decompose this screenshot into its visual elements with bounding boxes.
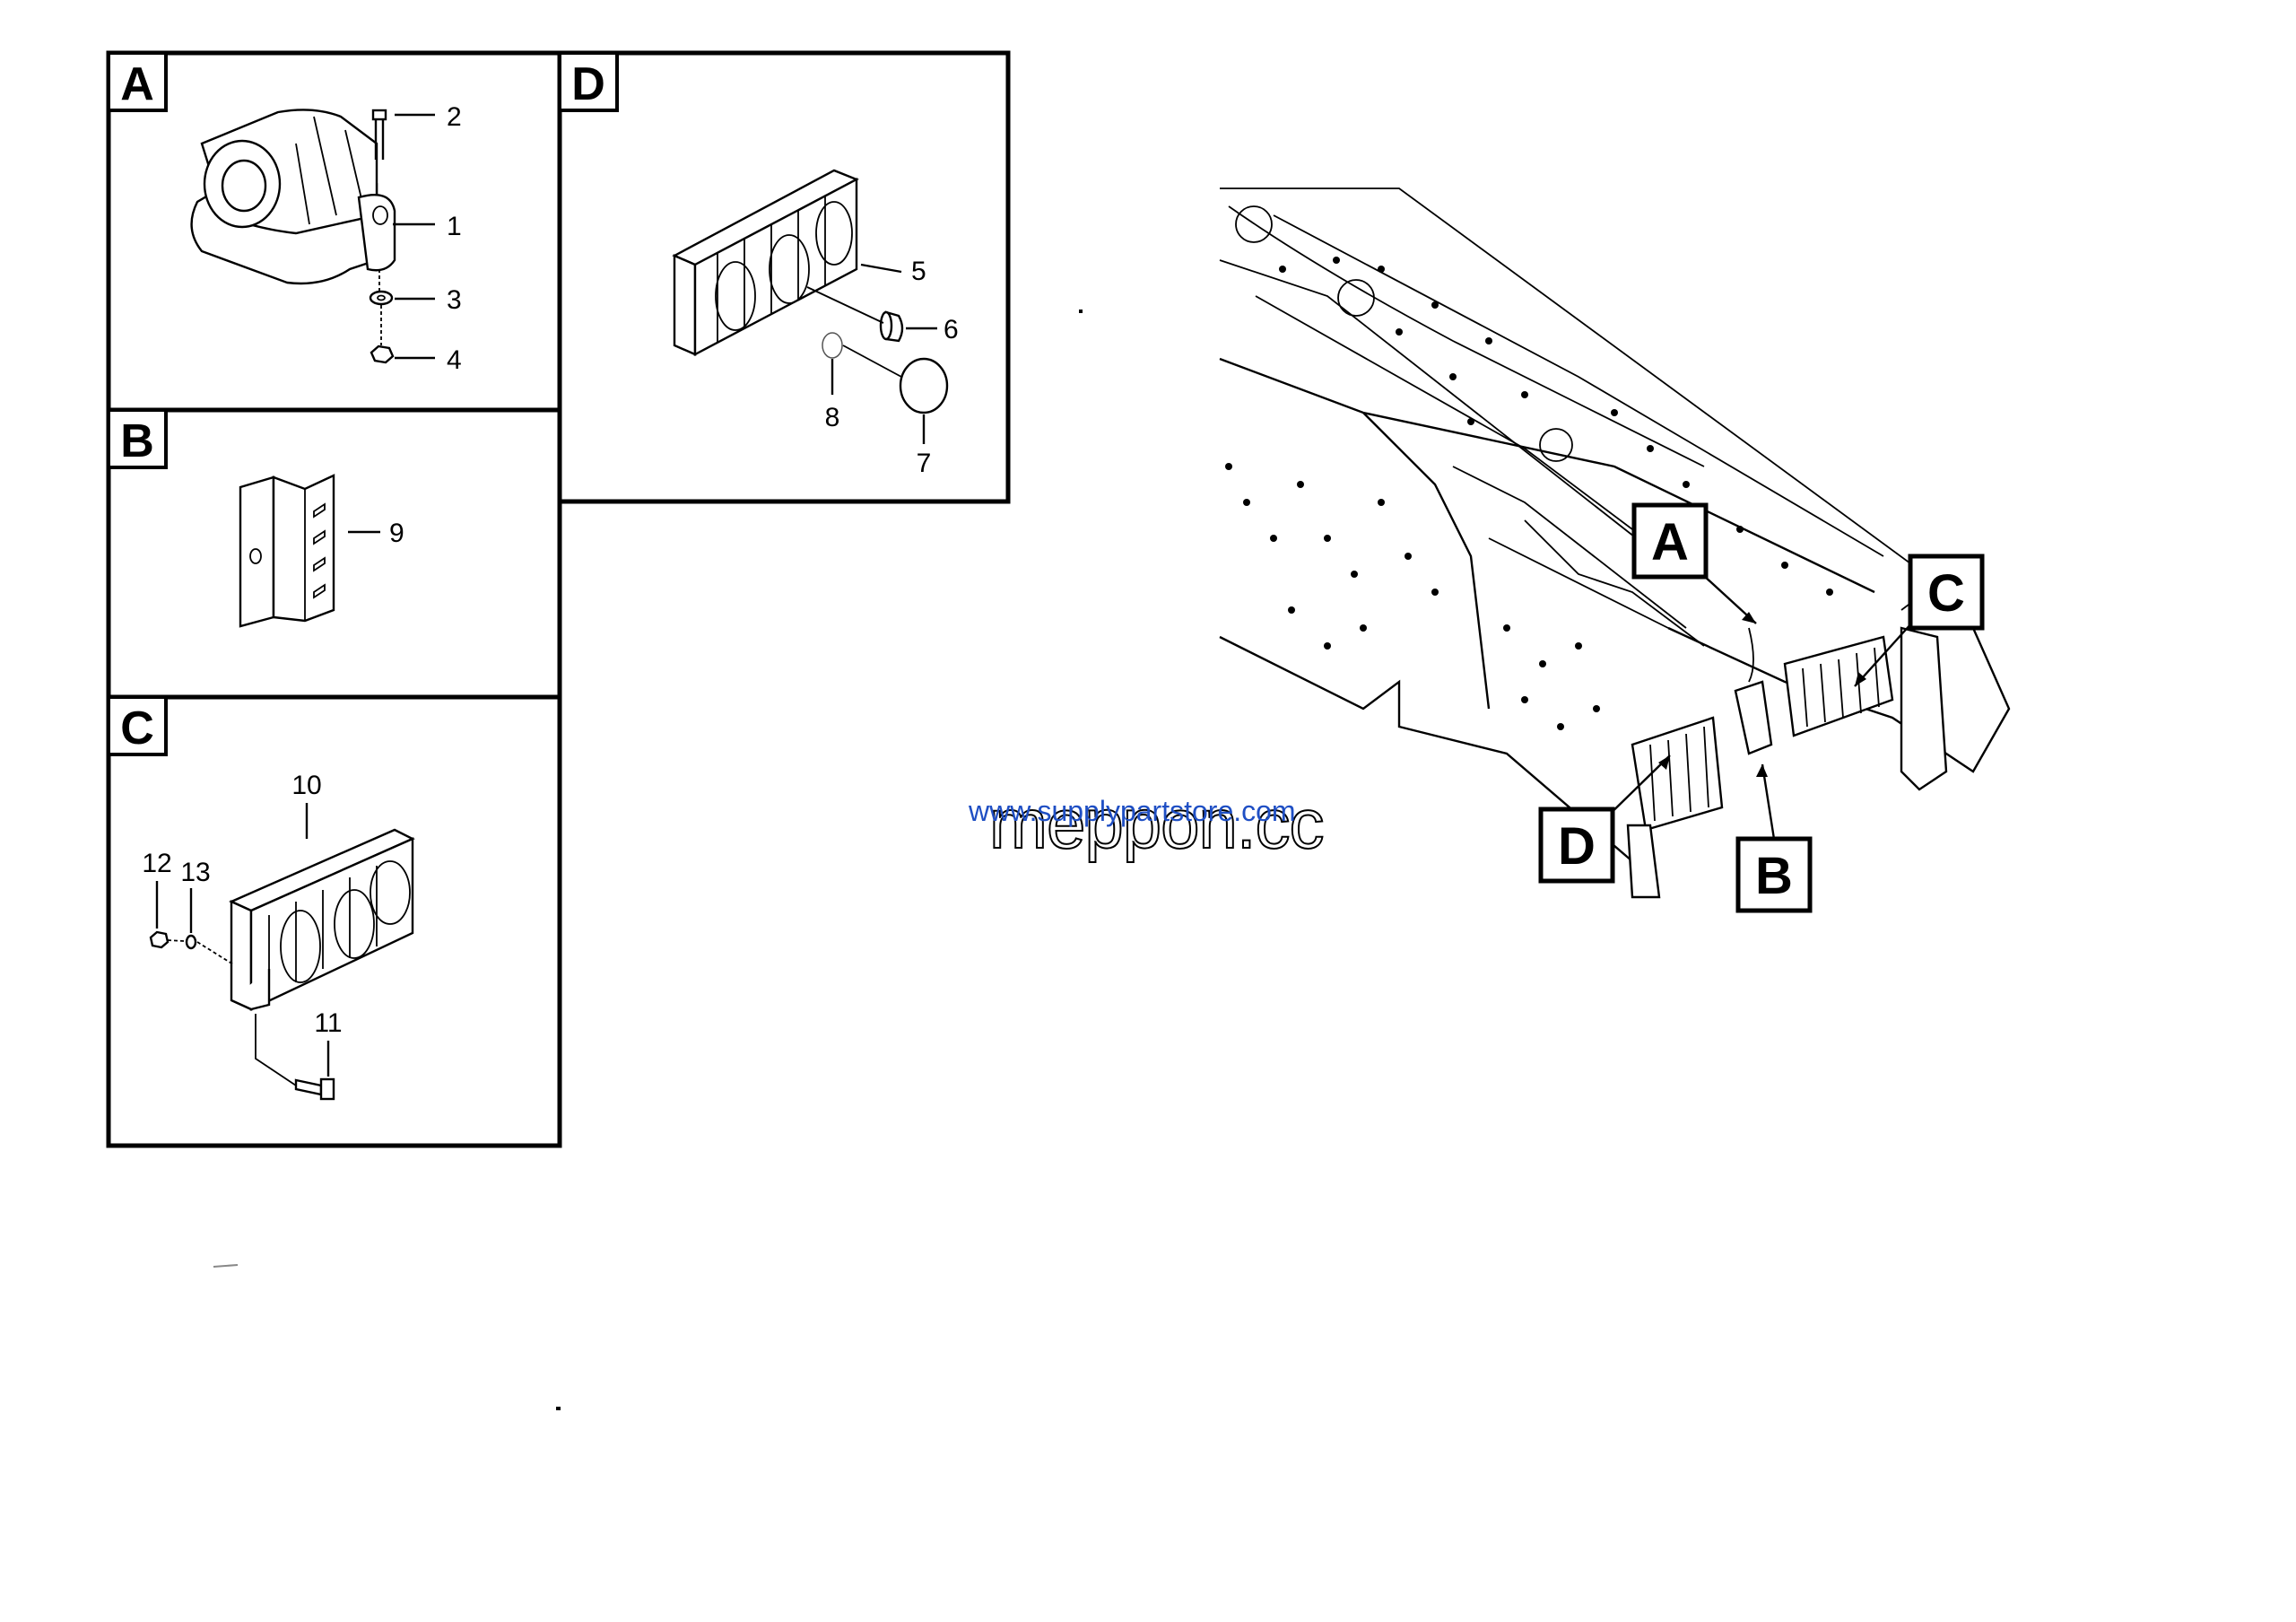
- bolt-icon: [371, 109, 387, 292]
- item-11: 11: [314, 1008, 342, 1038]
- bolt-icon: [294, 1078, 323, 1096]
- callout-b: B: [1735, 836, 1813, 913]
- svg-text:D: D: [1558, 817, 1596, 876]
- item-2: 2: [447, 102, 462, 132]
- item-9: 9: [389, 519, 404, 548]
- frame-overview: [1219, 187, 2011, 899]
- item-10: 10: [291, 771, 321, 800]
- svg-text:A: A: [1651, 513, 1689, 571]
- item-7: 7: [917, 449, 932, 478]
- ring-icon: [822, 332, 843, 359]
- cap-icon: [899, 357, 949, 414]
- watermark-primary: meppon.cc: [989, 784, 1324, 863]
- item-13: 13: [180, 858, 210, 887]
- panel-d-label: D: [571, 58, 605, 110]
- horn-icon: [190, 109, 396, 285]
- item-8: 8: [825, 403, 840, 432]
- item-12: 12: [142, 849, 171, 878]
- washer-icon: [185, 934, 197, 950]
- callout-c-leader: [1854, 622, 1913, 687]
- panel-a-label: A: [120, 58, 154, 110]
- svg-text:B: B: [1755, 847, 1793, 905]
- washer-icon: [369, 290, 394, 306]
- item-3: 3: [447, 285, 462, 315]
- panel-b-label: B: [120, 415, 154, 467]
- callout-c: C: [1908, 554, 1985, 631]
- callout-a: A: [1631, 502, 1709, 580]
- nut-icon: [149, 930, 170, 949]
- panel-c: C 10 12 13 11: [106, 694, 562, 1148]
- panel-b: B 9: [106, 407, 562, 700]
- item-4: 4: [447, 345, 462, 375]
- nut-icon: [370, 344, 395, 364]
- panel-a: A 2 1 3 4: [106, 50, 562, 413]
- item-1: 1: [447, 212, 462, 241]
- cable-guard-icon: [229, 828, 415, 1011]
- bracket-icon: [239, 474, 335, 628]
- item-6: 6: [944, 315, 959, 344]
- panel-c-label: C: [120, 702, 154, 754]
- cable-guard-icon: [672, 169, 859, 356]
- svg-text:C: C: [1927, 564, 1965, 623]
- panel-d: D 5 6 8 7: [557, 50, 1011, 504]
- callout-d: D: [1538, 807, 1615, 884]
- item-5: 5: [911, 257, 926, 286]
- watermark-secondary: www.supplypartstore.com: [968, 795, 1296, 827]
